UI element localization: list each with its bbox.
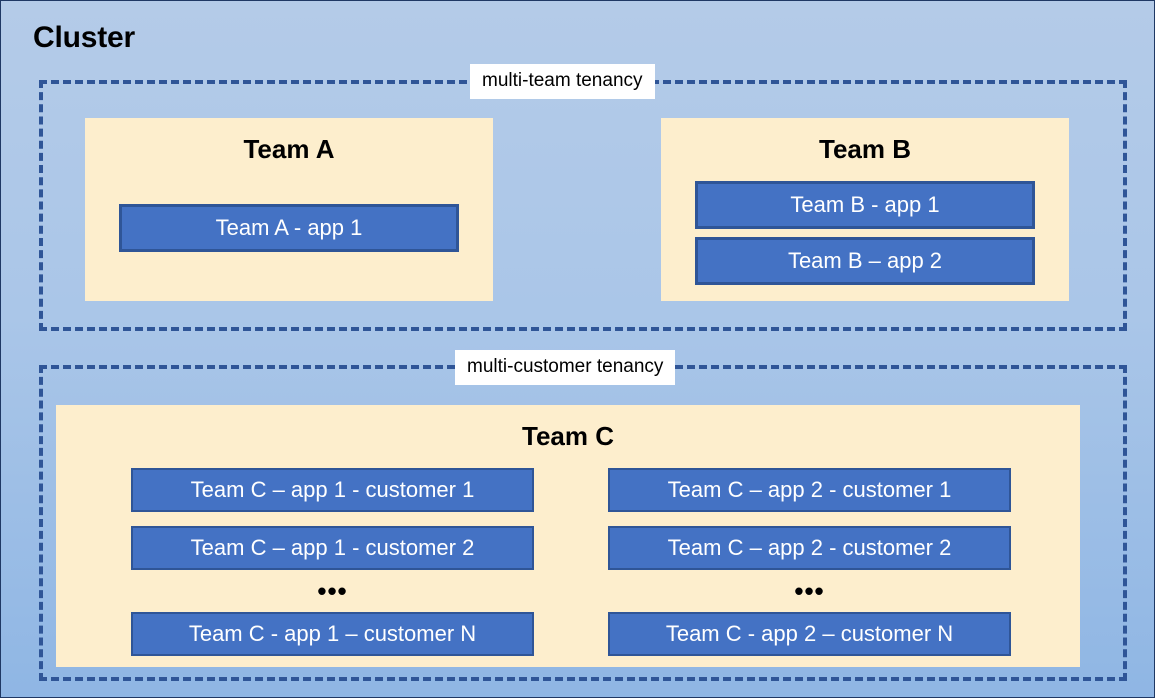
- app-box-team-c-app-2-customer-2[interactable]: Team C – app 2 - customer 2: [608, 526, 1011, 570]
- tenancy-label-multi-customer: multi-customer tenancy: [455, 350, 676, 385]
- tenancy-label-multi-team: multi-team tenancy: [470, 64, 655, 99]
- ellipsis-team-c-app-1: •••: [317, 576, 348, 606]
- app-box-team-c-app-1-customer-2[interactable]: Team C – app 1 - customer 2: [131, 526, 534, 570]
- app-box-team-b-app-2[interactable]: Team B – app 2: [695, 237, 1035, 285]
- team-panel-team-c: Team C Team C – app 1 - customer 1 Team …: [56, 405, 1080, 667]
- app-box-team-a-app-1[interactable]: Team A - app 1: [119, 204, 459, 252]
- team-panel-team-b: Team B Team B - app 1 Team B – app 2: [661, 118, 1069, 301]
- app-box-team-c-app-1-customer-n[interactable]: Team C - app 1 – customer N: [131, 612, 534, 656]
- team-heading-team-a: Team A: [243, 134, 335, 164]
- team-heading-team-c: Team C: [522, 421, 614, 451]
- app-box-team-c-app-2-customer-n[interactable]: Team C - app 2 – customer N: [608, 612, 1011, 656]
- ellipsis-team-c-app-2: •••: [794, 576, 825, 606]
- app-box-team-c-app-2-customer-1[interactable]: Team C – app 2 - customer 1: [608, 468, 1011, 512]
- team-heading-team-b: Team B: [819, 134, 911, 164]
- team-panel-team-a: Team A Team A - app 1: [85, 118, 493, 301]
- cluster-title: Cluster: [33, 21, 135, 54]
- app-box-team-c-app-1-customer-1[interactable]: Team C – app 1 - customer 1: [131, 468, 534, 512]
- app-box-team-b-app-1[interactable]: Team B - app 1: [695, 181, 1035, 229]
